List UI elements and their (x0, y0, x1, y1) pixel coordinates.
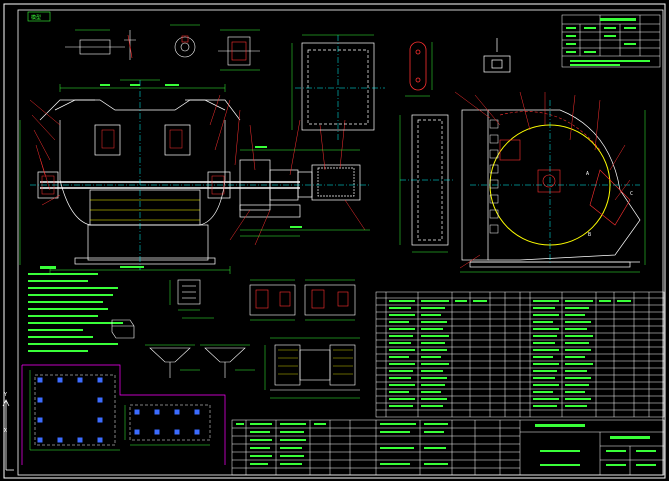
front-view-leaders (29, 94, 366, 246)
foundation-plan-frame (21, 364, 226, 465)
foundation-dims (29, 370, 210, 451)
spec-table-top-right (561, 14, 661, 68)
right-side-view (411, 109, 641, 268)
model-tab[interactable] (27, 11, 51, 22)
slot-detail (409, 41, 427, 91)
foundation-plan (34, 374, 211, 446)
side-plate-centerlines (295, 35, 385, 140)
top-detail-views (65, 30, 260, 66)
model-tab-label: 模型 (31, 14, 41, 21)
right-view-flanges (489, 119, 499, 234)
bottom-section-dims (264, 337, 360, 399)
right-view-dims (399, 110, 646, 273)
funnel-details (149, 347, 246, 378)
top-detail-hatch (127, 34, 247, 61)
right-view-centerlines (400, 100, 640, 265)
drawing-frame-outer (3, 3, 666, 479)
bottom-section-hatch (278, 349, 353, 375)
spec-table-marks (566, 18, 650, 66)
title-block (231, 419, 665, 476)
top-detail-dims (75, 24, 260, 81)
nameplate-dims (169, 280, 214, 319)
bearing-sections-hatch (255, 289, 349, 309)
axis-label-y: Y (4, 392, 7, 398)
view-label-c: C (630, 191, 633, 197)
bottom-section-view (270, 344, 360, 391)
foundation-bolts (37, 377, 200, 443)
view-label-a: A (586, 171, 589, 177)
front-view-centerlines (30, 80, 370, 270)
section-symbol (483, 38, 511, 73)
parts-list-entries (389, 300, 631, 407)
technical-notes (28, 266, 123, 352)
title-block-entries (236, 423, 656, 466)
axis-label-x: X (4, 428, 7, 434)
funnel-dims (145, 344, 255, 371)
view-label-b: B (588, 232, 591, 238)
side-plate-dims (291, 34, 374, 130)
front-view-dimensions (19, 84, 370, 274)
front-view (37, 99, 361, 265)
bearing-sections-dims (250, 279, 355, 321)
axis-ucs-icon (2, 399, 14, 471)
nameplate-detail (111, 279, 201, 339)
front-view-dim-blocks (100, 84, 302, 268)
bearing-sections (249, 284, 356, 316)
right-view-leaders (454, 91, 631, 269)
right-view-dashes (499, 111, 631, 226)
parts-list-table (375, 291, 665, 418)
slot-detail-dims (405, 42, 433, 97)
